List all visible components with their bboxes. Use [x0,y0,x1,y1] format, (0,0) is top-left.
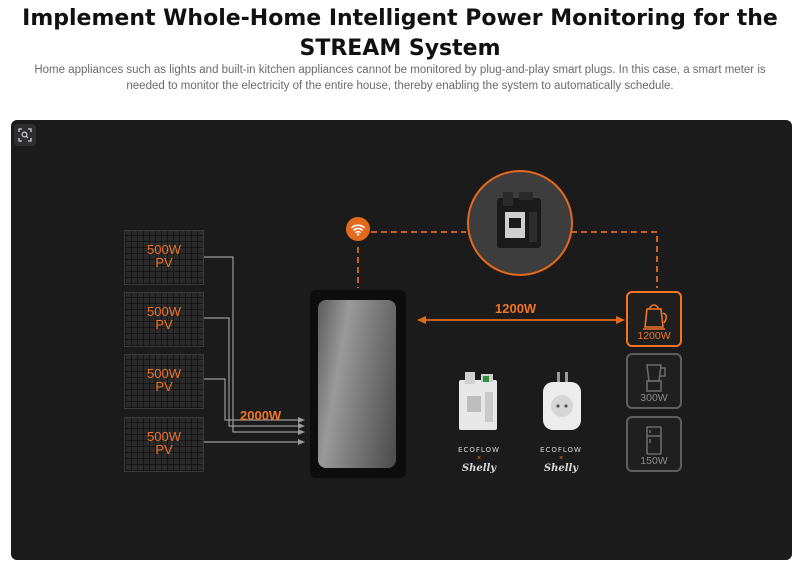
brand-lockup-meter: ECOFLOW × Shelly [449,446,509,474]
brand-separator: × [476,455,482,462]
appliance-blender: 300W [626,353,682,409]
appliance-power-label: 300W [640,392,668,404]
fridge-icon [646,426,662,455]
appliance-power-label: 150W [640,455,668,467]
page-subtitle: Home appliances such as lights and built… [34,64,766,92]
visual-search-button[interactable] [14,124,36,146]
pv-panel: 500W PV [124,292,204,347]
wifi-icon [346,217,370,241]
panel-type-label: PV [155,442,173,457]
stream-battery-device [310,290,406,478]
pv-total-label: 2000W [240,408,282,423]
panel-watt-label: 500W [147,429,181,444]
panel-watt-label: 500W [147,366,181,381]
brand-separator: × [558,455,564,462]
shelly-logo: Shelly [543,463,579,474]
pv-panel: 500W PV [124,354,204,409]
pv-panel: 500W PV [124,417,204,472]
page-title: Implement Whole-Home Intelligent Power M… [22,6,778,61]
blender-icon [646,364,666,392]
shelly-logo: Shelly [461,463,497,474]
output-power-label: 1200W [495,301,537,316]
panel-type-label: PV [155,255,173,270]
system-diagram-image: 500W PV 500W PV 500W PV 500W PV 2000W 12… [11,120,792,560]
pv-panel: 500W PV [124,230,204,285]
smart-meter-callout [467,170,573,276]
panel-type-label: PV [155,379,173,394]
kettle-icon [643,304,668,330]
smart-meter-icon [497,192,541,248]
scan-icon [18,128,32,142]
ecoflow-logo: ECOFLOW [540,446,582,454]
panel-type-label: PV [155,317,173,332]
appliance-power-label: 1200W [637,330,671,342]
smart-meter-product-image [459,372,497,430]
smart-plug-product-image [543,372,581,430]
appliance-fridge: 150W [626,416,682,472]
appliance-kettle: 1200W [626,291,682,347]
brand-lockup-plug: ECOFLOW × Shelly [531,446,591,474]
connection-lines [204,231,658,445]
ecoflow-logo: ECOFLOW [458,446,500,454]
panel-watt-label: 500W [147,242,181,257]
panel-watt-label: 500W [147,304,181,319]
